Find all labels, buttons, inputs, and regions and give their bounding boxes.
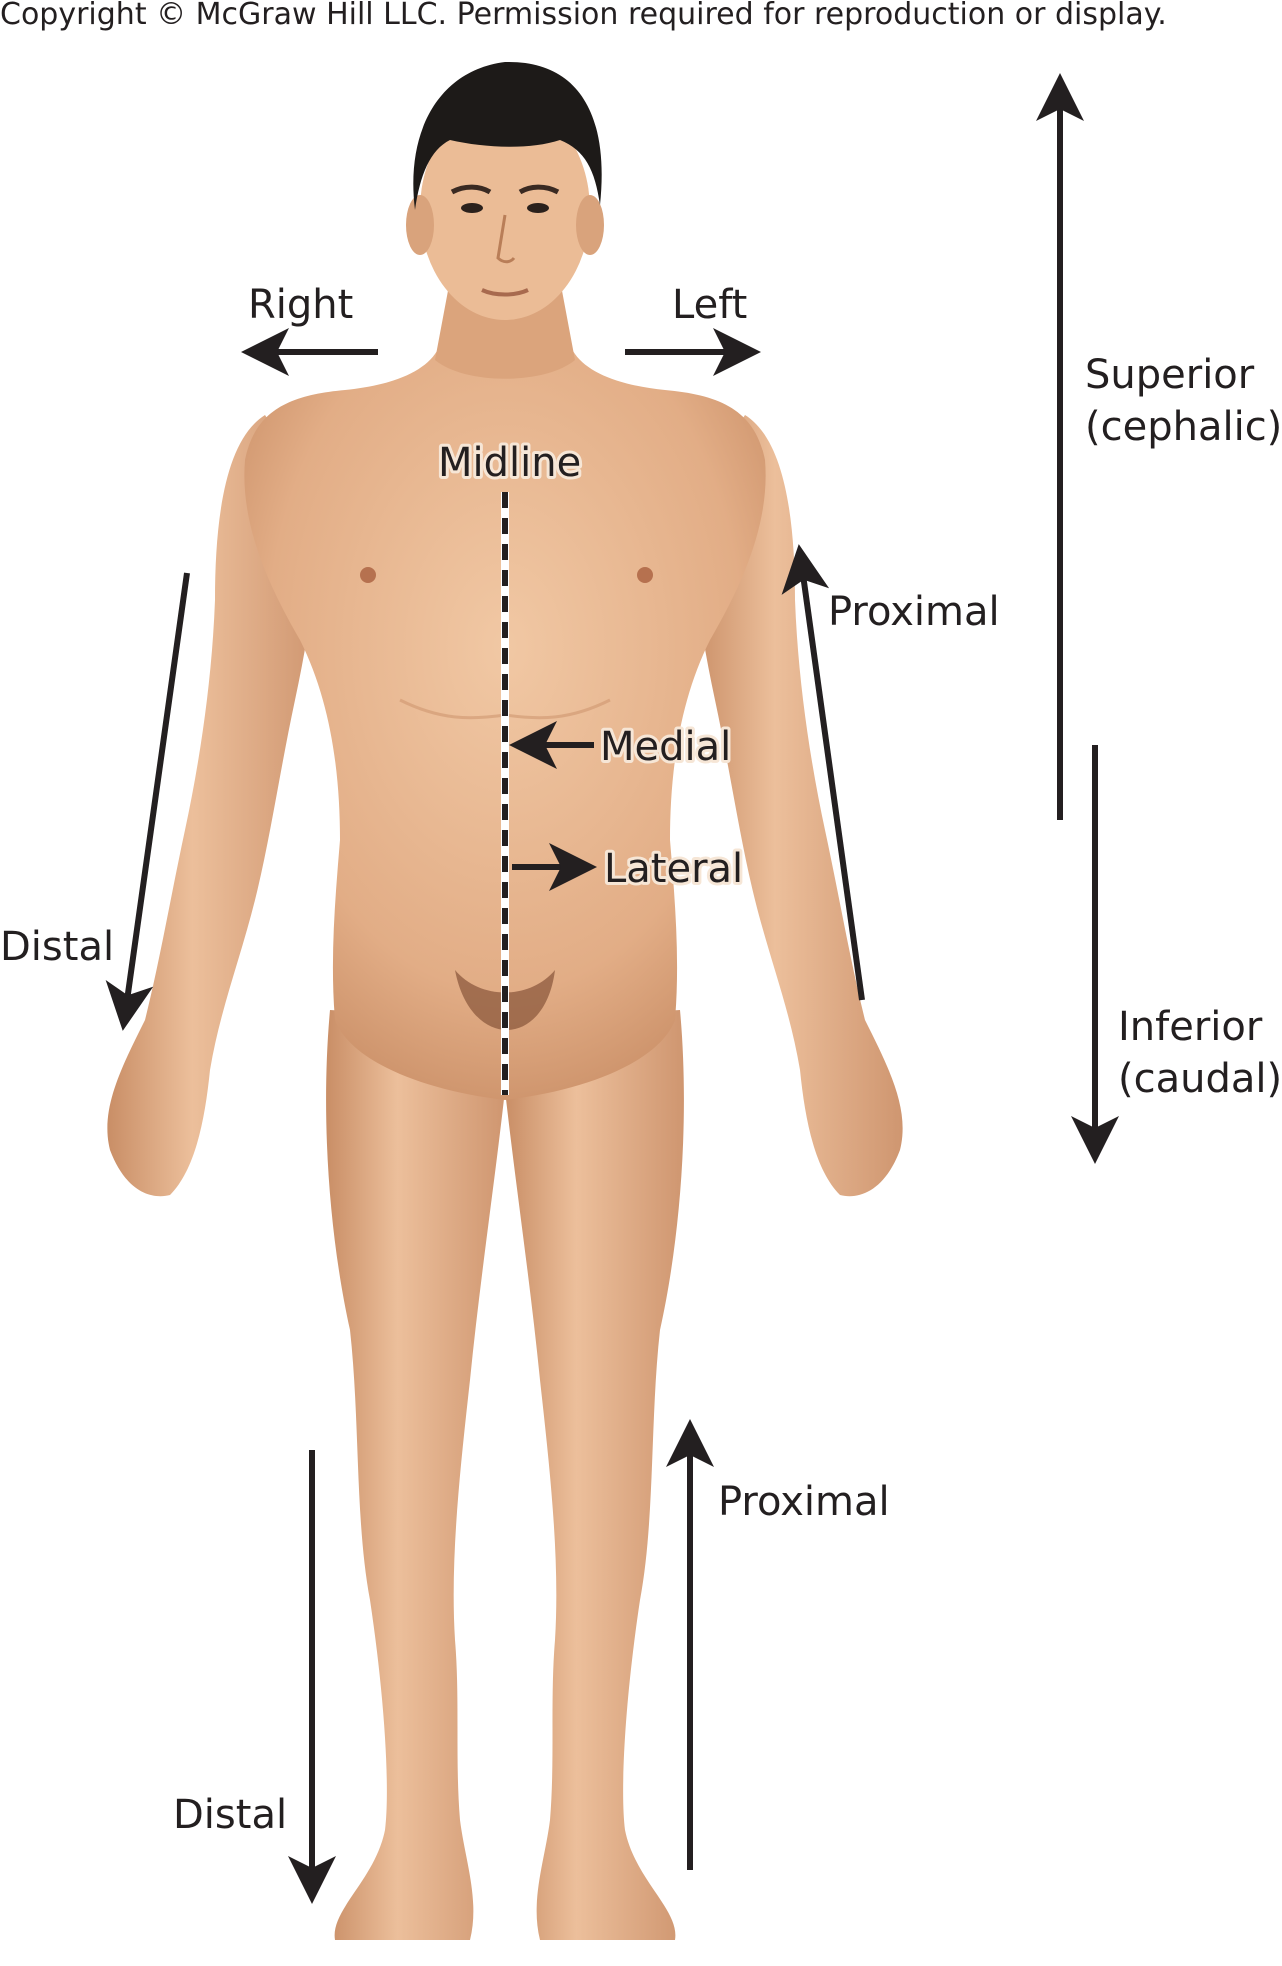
right-eye xyxy=(461,203,483,213)
nose xyxy=(496,214,516,264)
proximal-arm-arrow xyxy=(781,544,865,1001)
mouth xyxy=(481,288,529,297)
left-ear xyxy=(576,195,604,255)
label-proximal-leg: Proximal xyxy=(718,1479,890,1525)
distal-arm-arrow xyxy=(105,572,190,1031)
label-proximal-arm: Proximal xyxy=(828,589,1000,635)
head xyxy=(420,100,590,320)
label-inferior-line2: (caudal) xyxy=(1118,1056,1282,1102)
label-left: Left xyxy=(672,282,747,328)
label-inferior-line1: Inferior xyxy=(1118,1004,1263,1050)
left-eye xyxy=(527,203,549,213)
left-nipple xyxy=(637,567,653,583)
hair xyxy=(413,61,602,210)
label-superior-line2: (cephalic) xyxy=(1085,404,1282,450)
copyright-notice: Copyright © McGraw Hill LLC. Permission … xyxy=(0,0,1167,32)
label-distal-arm: Distal xyxy=(0,924,114,970)
left-leg xyxy=(505,1010,684,1940)
right-arm xyxy=(107,415,320,1197)
right-ear xyxy=(406,195,434,255)
right-leg xyxy=(326,1010,505,1940)
right-eyebrow xyxy=(450,184,492,195)
right-nipple xyxy=(360,567,376,583)
left-eyebrow xyxy=(518,184,560,195)
left-arm xyxy=(690,415,903,1197)
label-right: Right xyxy=(248,282,353,328)
label-superior-line1: Superior xyxy=(1085,352,1255,398)
label-distal-leg: Distal xyxy=(173,1792,287,1838)
label-lateral: Lateral xyxy=(604,846,743,892)
label-medial: Medial xyxy=(600,724,731,770)
label-midline: Midline xyxy=(438,440,581,486)
